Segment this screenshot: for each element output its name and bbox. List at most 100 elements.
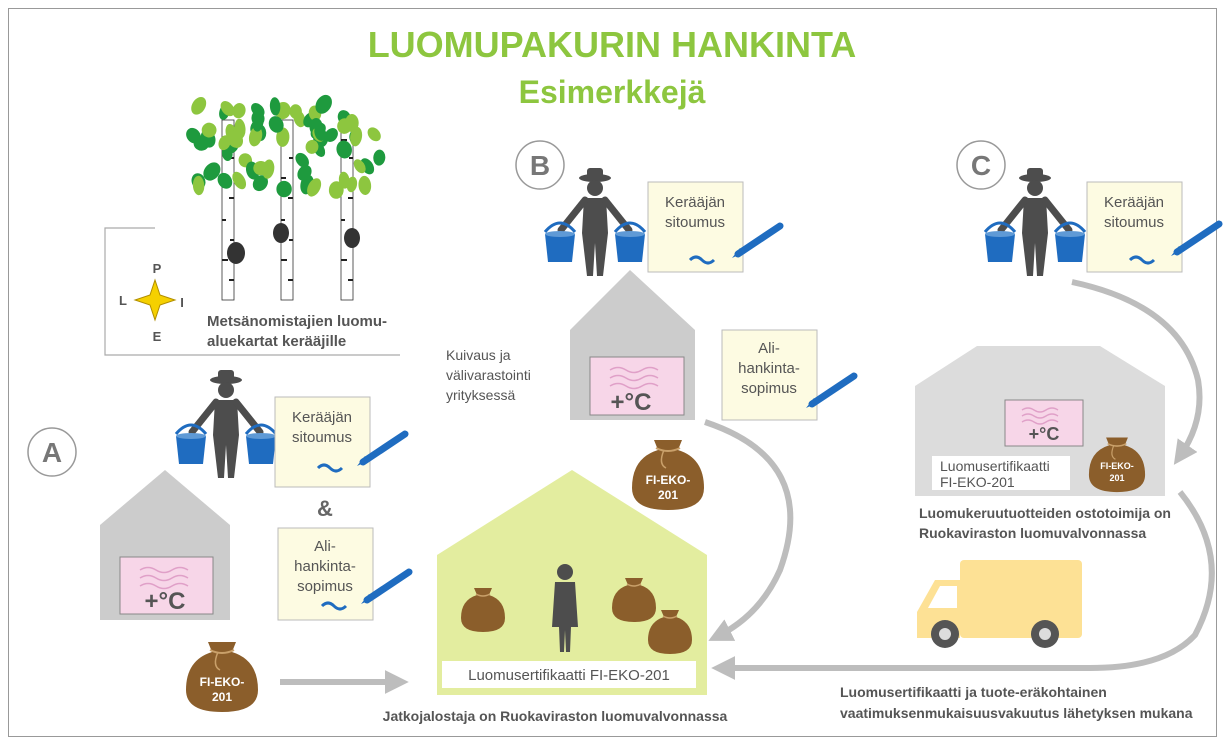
- storage-temp-label: +°C: [1029, 424, 1060, 444]
- birch-leaf: [297, 165, 312, 181]
- birch-leaf: [295, 152, 309, 168]
- birch-leaf: [252, 113, 264, 132]
- chaga-fungus: [227, 242, 245, 264]
- frame-border: [8, 8, 1217, 737]
- storage-panel: [589, 356, 685, 416]
- birch-leaf: [217, 172, 233, 189]
- birch-leaf: [315, 94, 332, 114]
- sack-label: FI-EKO-: [1100, 461, 1134, 471]
- birch-leaf: [268, 116, 284, 133]
- birch-leaf: [358, 175, 372, 195]
- birch-trees-illustration: [186, 94, 386, 301]
- collector-commitment-note: [274, 396, 371, 488]
- processor-certificate: Luomusertifikaatti FI-EKO-201: [468, 667, 670, 684]
- scenario-b-letter: B: [530, 150, 550, 181]
- buyer-certificate-box: [932, 456, 1070, 490]
- birch-leaf: [328, 181, 344, 199]
- processor-building: Luomusertifikaatti FI-EKO-201: [437, 470, 707, 695]
- chaga-fungus: [273, 223, 289, 243]
- ampersand: &: [317, 496, 333, 521]
- buyer-label: Luomukeruutuotteiden ostotoimija on: [919, 505, 1171, 521]
- processor-person-icon: [552, 564, 578, 652]
- scenario-b: B Kerääjän sitoumus +°C Kuivaus ja väliv…: [446, 140, 854, 511]
- note-line: sopimus: [297, 578, 353, 595]
- note-line: Kerääjän: [292, 409, 352, 426]
- note-line: sitoumus: [665, 214, 725, 231]
- storage-temp-label: +°C: [611, 389, 652, 416]
- arrow-b-to-processor: [704, 419, 794, 641]
- sack-label: FI-EKO-: [200, 675, 245, 689]
- shipping-label: Luomusertifikaatti ja tuote-eräkohtainen: [840, 684, 1107, 700]
- chaga-fungus: [344, 228, 360, 248]
- signature-mark: [688, 255, 716, 265]
- birch-leaf: [367, 127, 381, 142]
- birch-leaf: [203, 162, 221, 181]
- compass-west: L: [119, 293, 127, 308]
- sack-label: 201: [658, 488, 678, 502]
- birch-leaf: [252, 175, 268, 192]
- note-line: sitoumus: [292, 429, 352, 446]
- title-main: LUOMUPAKURIN HANKINTA: [368, 24, 857, 65]
- subcontract-note: [721, 329, 818, 421]
- birch-leaf: [253, 160, 269, 176]
- birch-leaf: [220, 101, 235, 117]
- birch-leaf: [276, 127, 290, 147]
- note-line: hankinta-: [294, 558, 356, 575]
- birch-leaf: [248, 126, 263, 147]
- birch-leaf: [232, 171, 247, 190]
- storage-panel: [119, 556, 214, 615]
- scenario-a-badge: [27, 427, 77, 477]
- birch-leaf: [314, 124, 326, 141]
- map-legend-label-2: aluekartat kerääjille: [207, 333, 346, 350]
- birch-leaf: [373, 149, 386, 166]
- shipping-label: vaatimuksenmukaisuusvakuutus lähetyksen …: [840, 705, 1193, 721]
- note-line: Kerääjän: [1104, 194, 1164, 211]
- drying-label: välivarastointi: [446, 367, 531, 383]
- birch-leaf: [218, 135, 231, 151]
- birch-leaf: [336, 140, 352, 159]
- note-line: Ali-: [758, 340, 780, 357]
- note-line: Ali-: [314, 538, 336, 555]
- arrow-c-collector-to-buyer: [1071, 279, 1203, 465]
- birch-leaf: [276, 180, 292, 198]
- birch-leaf: [192, 175, 205, 196]
- signature-mark: [1128, 255, 1156, 265]
- drying-label: Kuivaus ja: [446, 347, 511, 363]
- birch-leaf: [191, 96, 207, 115]
- scenario-a: A Kerääjän sitoumus & Ali- hankinta- sop…: [27, 370, 409, 713]
- collector-person-icon: [176, 370, 276, 478]
- drying-label: yrityksessä: [446, 387, 515, 403]
- birch-leaf: [227, 130, 244, 148]
- scenario-b-badge: [515, 140, 565, 190]
- note-line: sopimus: [741, 380, 797, 397]
- buyer-label: Ruokaviraston luomuvalvonnassa: [919, 525, 1146, 541]
- processor-caption: Jatkojalostaja on Ruokaviraston luomuval…: [383, 708, 728, 724]
- scenario-c-letter: C: [971, 150, 991, 181]
- title-sub: Esimerkkejä: [519, 74, 706, 110]
- birch-leaf: [338, 171, 350, 189]
- birch-leaf: [201, 122, 217, 138]
- signature-mark: [316, 463, 344, 473]
- signature-mark: [320, 601, 348, 611]
- scenario-a-letter: A: [42, 437, 62, 468]
- storage-temp-label: +°C: [145, 588, 186, 615]
- sack-label: FI-EKO-: [646, 473, 691, 487]
- buyer-certificate-line: FI-EKO-201: [940, 474, 1015, 490]
- compass-north: P: [153, 261, 162, 276]
- sack-label: 201: [1109, 473, 1124, 483]
- compass-icon: [133, 278, 177, 322]
- note-line: Kerääjän: [665, 194, 725, 211]
- note-line: sitoumus: [1104, 214, 1164, 231]
- birch-leaf: [337, 118, 352, 134]
- processor-certificate-box: [442, 661, 696, 688]
- map-legend: P L I E Metsänomistajien luomu- aluekart…: [104, 227, 400, 356]
- birch-leaf: [305, 139, 319, 154]
- buyer-certificate-line: Luomusertifikaatti: [940, 458, 1050, 474]
- birch-leaf: [232, 103, 246, 119]
- collector-person-icon: [985, 168, 1085, 276]
- note-line: hankinta-: [738, 360, 800, 377]
- collector-person-icon: [545, 168, 645, 276]
- compass-east: I: [180, 295, 184, 310]
- compass-south: E: [153, 329, 162, 344]
